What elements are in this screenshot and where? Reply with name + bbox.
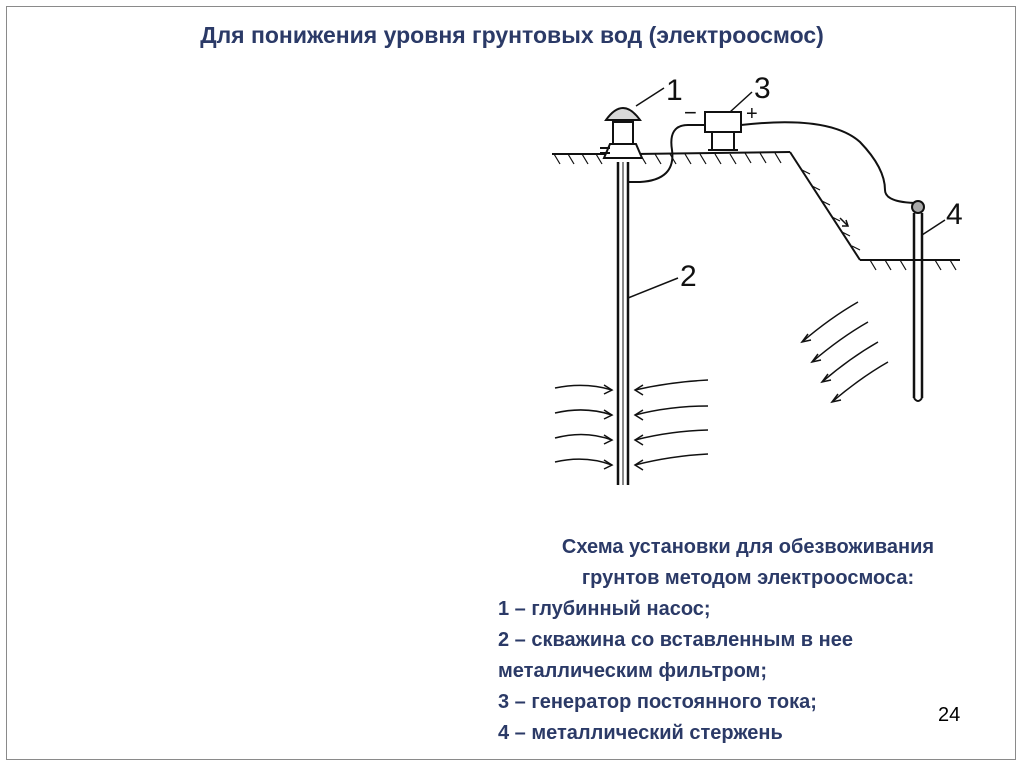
electroosmosis-diagram: 1 2 3 4 − + [552,72,963,485]
callout-2: 2 [680,260,697,293]
rod-head [911,200,925,214]
leader-2 [627,277,679,299]
pump-base [602,143,644,159]
caption-item-4: 4 – металлический стержень [498,722,783,744]
pump-body [612,121,634,145]
caption-heading-1: Схема установки для обезвоживания [561,536,935,558]
pump-outlet [600,147,610,154]
embankment-slope [789,151,861,261]
generator-plus: + [746,103,758,125]
diagram-caption: Схема установки для обезвоживания грунто… [498,532,998,749]
flow-arrows-slope [800,217,889,404]
caption-item-2: 2 – скважина со вставленным в нее [498,629,853,651]
flow-arrows-left [554,384,614,470]
pump-cap [604,107,642,121]
leader-4 [921,219,946,236]
callout-1: 1 [666,74,683,107]
leader-1 [635,87,665,107]
slide-title: Для понижения уровня грунтовых вод (элек… [200,22,824,48]
callout-4: 4 [946,198,963,231]
wire-positive [740,121,916,204]
caption-item-3: 3 – генератор постоянного тока; [498,691,817,713]
leader-3 [729,91,753,113]
caption-item-2-cont: металлическим фильтром; [498,660,767,682]
generator-minus: − [684,100,697,125]
callout-3: 3 [754,72,771,105]
wire-negative [628,124,705,183]
ground-hatching [553,152,957,271]
page-number: 24 [938,704,961,726]
flow-arrows-right [633,379,709,471]
ground-surface-top [634,151,791,155]
slide-frame [6,6,1016,760]
caption-heading-2: грунтов методом электроосмоса: [581,567,915,589]
caption-item-1: 1 – глубинный насос; [498,598,711,620]
generator-legs [708,132,738,151]
generator-box [704,111,742,133]
rod-tip [913,397,923,402]
